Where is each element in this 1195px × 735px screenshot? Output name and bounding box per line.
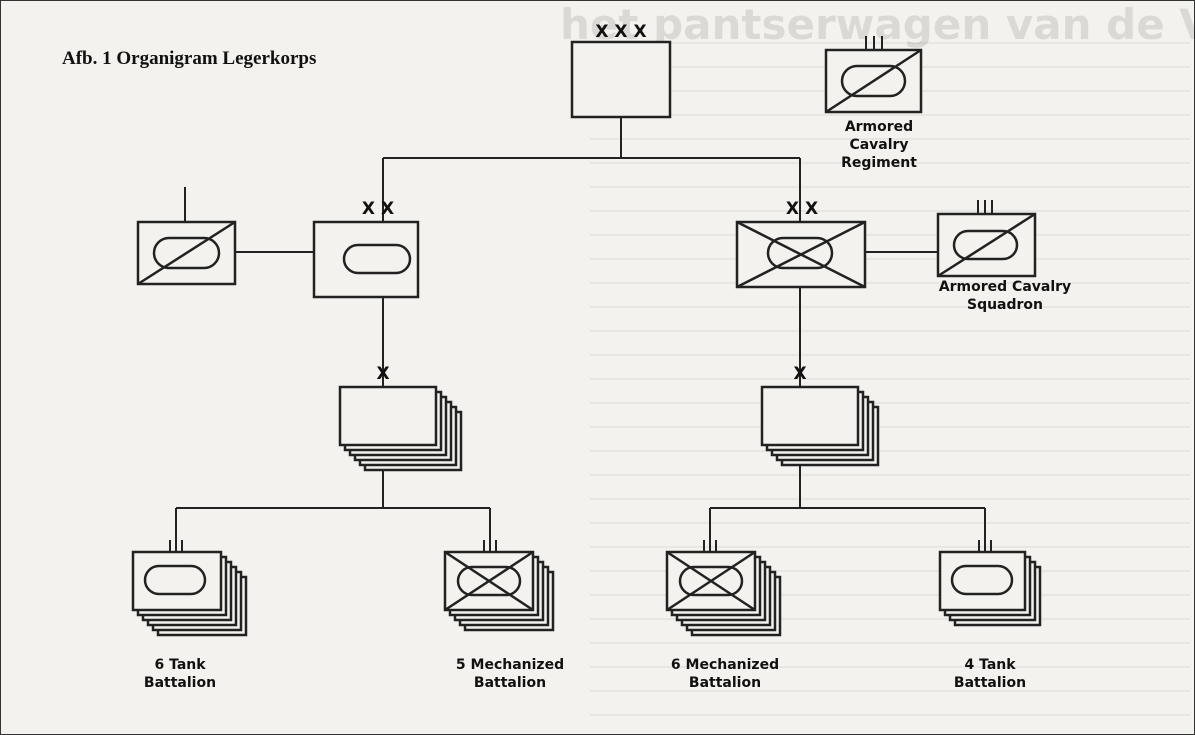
armored-cavalry-regiment-symbol <box>824 36 923 114</box>
right-division-echelon-mark: X X <box>786 199 818 219</box>
mech-battalion-right-label: 6 Mechanized Battalion <box>670 657 780 691</box>
right-division-hq: X X <box>735 199 867 289</box>
connector-lines <box>175 117 986 552</box>
left-division-echelon-mark: X X <box>362 199 394 219</box>
left-division-hq: X X <box>312 199 420 299</box>
left-brigade-stack: X <box>338 364 463 472</box>
tank-battalion-right-label: 4 Tank Battalion <box>953 657 1027 691</box>
right-brigade-echelon-mark: X <box>793 364 806 384</box>
armored-cavalry-regiment-label: Armored Cavalry Regiment <box>841 119 917 171</box>
left-brigade-echelon-mark: X <box>376 364 389 384</box>
tank-battalion-left-label: 6 Tank Battalion <box>143 657 217 691</box>
right-cavalry-squadron-symbol <box>936 200 1037 278</box>
corps-hq: X X X <box>570 22 672 119</box>
tank-battalion-right-stack <box>938 540 1042 627</box>
mech-battalion-right-stack <box>665 540 782 637</box>
tank-battalion-left-stack <box>131 540 248 637</box>
figure-title: Afb. 1 Organigram Legerkorps <box>62 48 317 69</box>
left-cavalry-squadron-symbol <box>136 187 237 286</box>
right-brigade-stack: X <box>760 364 880 467</box>
mech-battalion-left-label: 5 Mechanized Battalion <box>455 657 565 691</box>
armored-cavalry-squadron-label: Armored Cavalry Squadron <box>938 279 1072 313</box>
mech-battalion-left-stack <box>443 540 555 632</box>
corps-echelon-mark: X X X <box>595 22 646 42</box>
